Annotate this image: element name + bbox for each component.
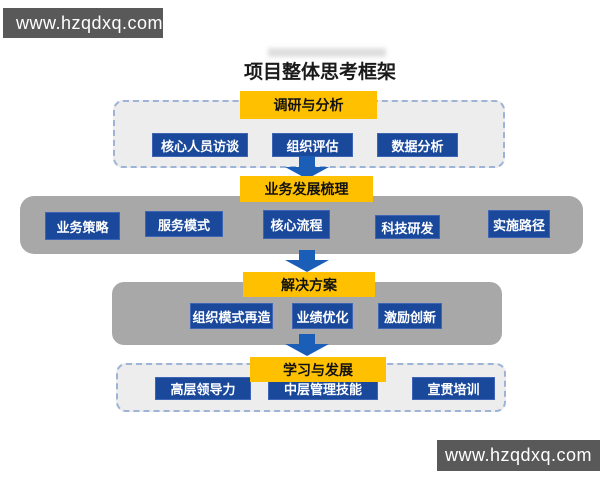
- node-service-model: 服务模式: [145, 211, 223, 237]
- arrow-head: [285, 260, 329, 272]
- node-business-strategy: 业务策略: [45, 212, 120, 240]
- node-tech-rd: 科技研发: [375, 215, 440, 239]
- stage-header-business-development: 业务发展梳理: [240, 176, 373, 202]
- page-title: 项目整体思考框架: [243, 62, 396, 83]
- node-senior-leadership: 高层领导力: [155, 377, 251, 400]
- node-performance-optimization: 业绩优化: [292, 303, 353, 329]
- node-data-analysis: 数据分析: [377, 133, 458, 157]
- blurred-watermark: [268, 48, 386, 57]
- node-implementation-path: 实施路径: [488, 210, 550, 238]
- stage-header-solution: 解决方案: [243, 272, 375, 297]
- watermark-banner-top-left: www.hzqdxq.com: [3, 8, 163, 38]
- arrow-stem: [299, 250, 315, 260]
- watermark-url: www.hzqdxq.com: [16, 12, 164, 33]
- arrow-stem: [299, 334, 315, 344]
- arrow-stem: [299, 156, 315, 167]
- node-incentive-innovation: 激励创新: [378, 303, 442, 329]
- watermark-banner-bottom-right: www.hzqdxq.com: [437, 440, 600, 471]
- stage-header-learning-development: 学习与发展: [250, 357, 386, 382]
- node-middle-mgmt-skills: 中层管理技能: [268, 377, 378, 400]
- node-core-staff-interviews: 核心人员访谈: [152, 133, 248, 157]
- node-core-process: 核心流程: [263, 210, 330, 239]
- node-org-model-rebuild: 组织模式再造: [190, 303, 273, 329]
- down-arrow-icon: [285, 334, 329, 356]
- down-arrow-icon: [285, 250, 329, 272]
- node-promotion-training: 宣贯培训: [412, 377, 495, 400]
- node-org-assessment: 组织评估: [272, 133, 353, 157]
- watermark-url: www.hzqdxq.com: [444, 445, 593, 465]
- arrow-head: [285, 344, 329, 356]
- stage-header-research-analysis: 调研与分析: [240, 91, 377, 119]
